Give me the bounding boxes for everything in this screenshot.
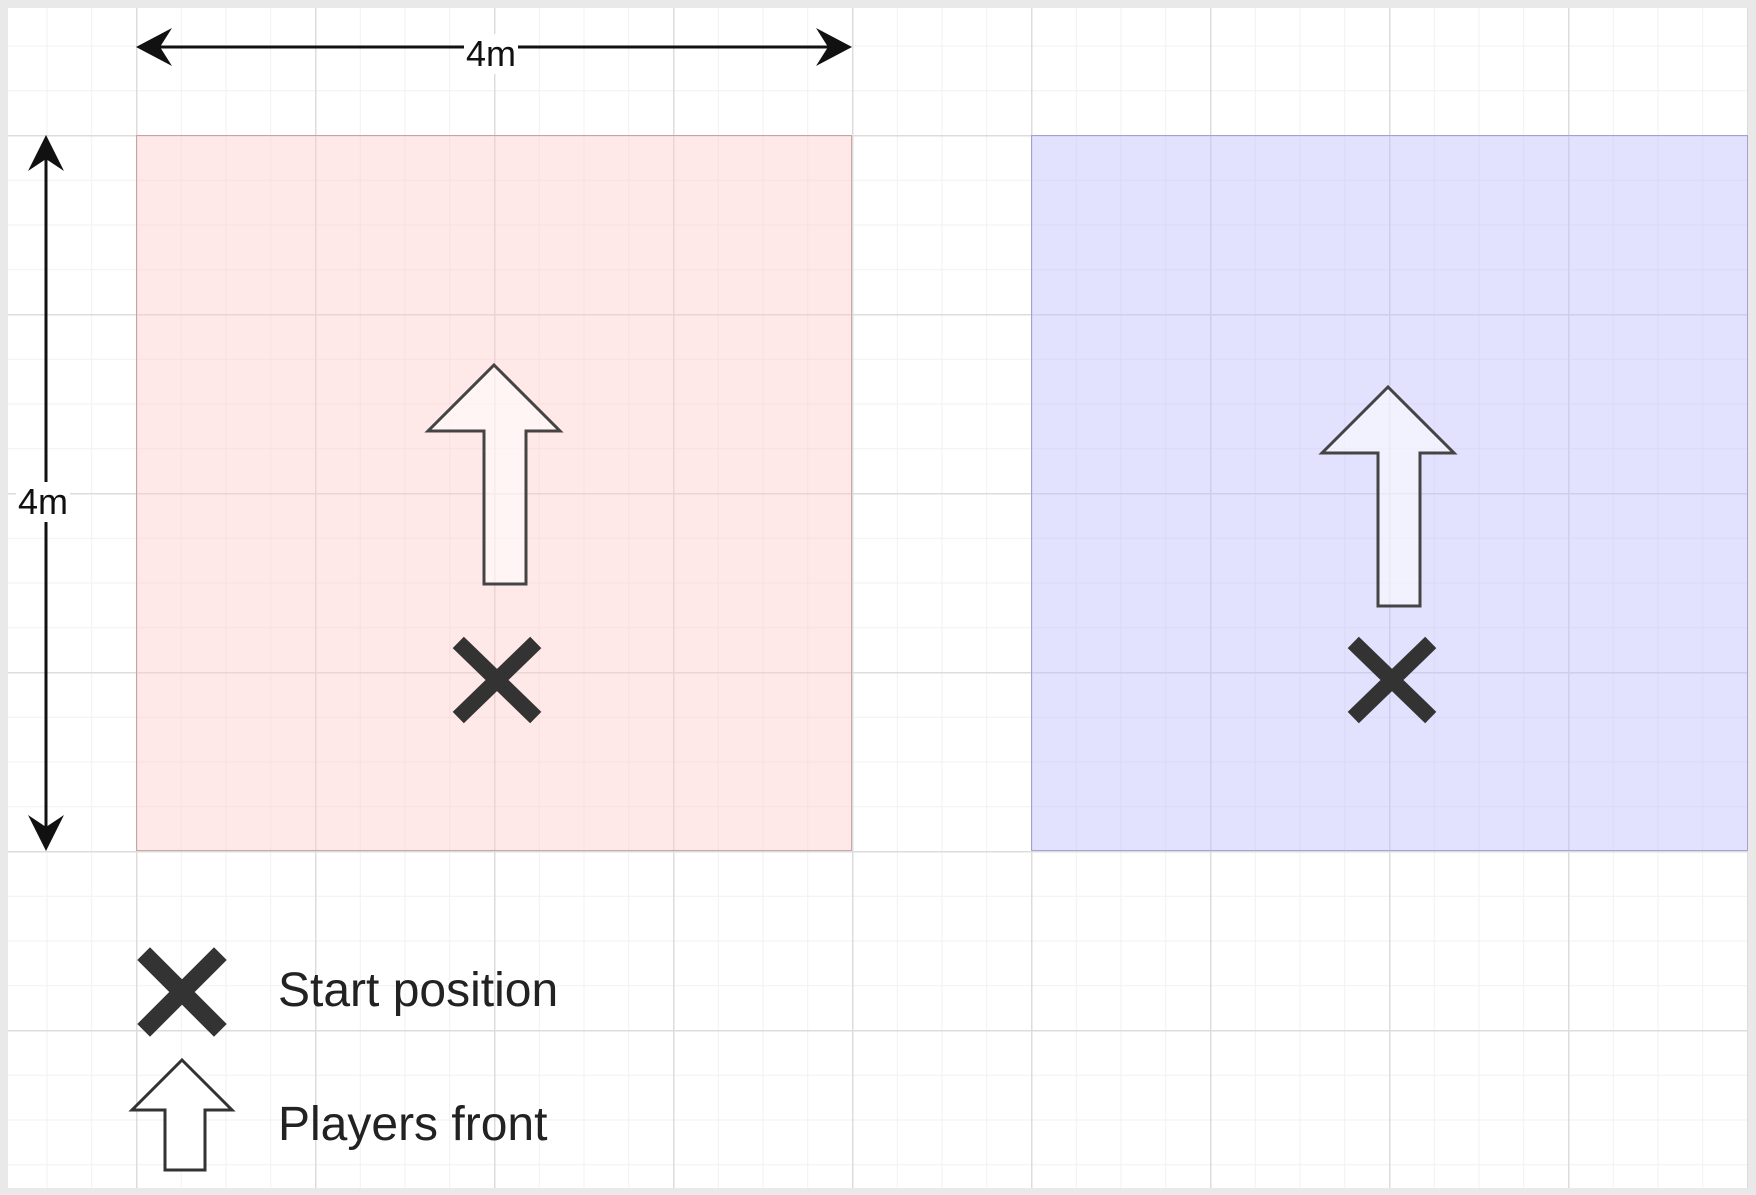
start-position-marker-left — [452, 636, 542, 724]
legend-start-position-label: Start position — [278, 964, 559, 1017]
legend-players-front-icon — [128, 1057, 236, 1172]
height-dimension-arrow — [28, 135, 64, 851]
players-front-arrow-left — [424, 362, 564, 586]
legend-start-position-icon — [137, 947, 227, 1037]
width-dimension-label: 4m — [464, 33, 519, 74]
legend-players-front-label: Players front — [278, 1098, 548, 1151]
height-dimension-label: 4m — [16, 481, 71, 522]
diagram-canvas: 4m 4m Start position Players front — [8, 8, 1748, 1188]
start-position-marker-right — [1347, 636, 1437, 724]
width-dimension-arrow — [136, 28, 852, 66]
players-front-arrow-right — [1318, 384, 1458, 608]
